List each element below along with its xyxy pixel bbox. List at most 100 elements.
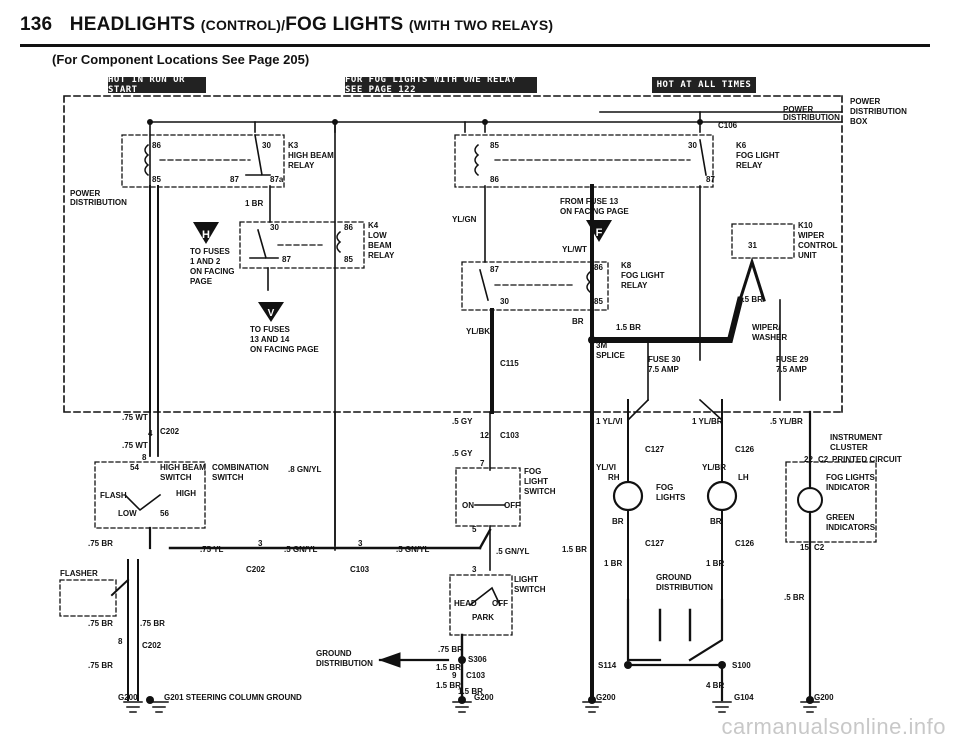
- power-dist-l-2: DISTRIBUTION: [70, 198, 127, 207]
- wire-1ylbr: 1 YL/BR: [692, 417, 723, 426]
- title-control: (CONTROL)/: [200, 17, 286, 33]
- c115-label: C115: [500, 359, 519, 368]
- k10-label-3: CONTROL: [798, 241, 838, 250]
- wire-br: BR: [572, 317, 584, 326]
- page-number: 136: [20, 14, 53, 35]
- k8-label-3: RELAY: [621, 281, 648, 290]
- k8-relay-box: [461, 261, 609, 311]
- wire-yl-gn: YL/GN: [452, 215, 477, 224]
- fuse30-a: FUSE 30: [648, 355, 681, 364]
- head-label: HEAD: [454, 599, 477, 608]
- pin-86b: 86: [344, 223, 353, 232]
- fuse29-b: 7.5 AMP: [776, 365, 807, 374]
- pin-87a2: 87a: [270, 175, 284, 184]
- pin-7: 7: [480, 459, 485, 468]
- k4-label-4: RELAY: [368, 251, 395, 260]
- fuses-1-2-d: PAGE: [190, 277, 213, 286]
- g200-d: G200: [814, 693, 834, 702]
- fog-ind-a: FOG LIGHTS: [826, 473, 876, 482]
- g104-label: G104: [734, 693, 754, 702]
- k6-relay-box: [454, 134, 714, 188]
- badge-v-shape: [258, 302, 284, 322]
- fuse-badges: [193, 220, 612, 322]
- g201-label: G201 STEERING COLUMN GROUND: [164, 693, 302, 702]
- flasher-box: [59, 579, 117, 617]
- inst-cluster-a: INSTRUMENT: [830, 433, 883, 442]
- wire-4br: 4 BR: [706, 681, 724, 690]
- fog-one-relay-bar: FOR FOG LIGHTS WITH ONE RELAY SEE PAGE 1…: [345, 75, 537, 95]
- power-dist-box-label-3: BOX: [850, 117, 868, 126]
- k4-label-3: BEAM: [368, 241, 392, 250]
- fuse30-b: 7.5 AMP: [648, 365, 679, 374]
- pin-31: 31: [748, 241, 757, 250]
- pin-87b: 87: [282, 255, 291, 264]
- light-switch-box: [449, 574, 513, 636]
- low-label: LOW: [118, 509, 137, 518]
- page-subtitle: (For Component Locations See Page 205): [52, 52, 310, 67]
- pin-3a: 3: [258, 539, 263, 548]
- k6-label-1: K6: [736, 141, 747, 150]
- fog-lights-a: FOG: [656, 483, 673, 492]
- combo-a: COMBINATION: [212, 463, 269, 472]
- splice-b: SPLICE: [596, 351, 626, 360]
- connector-dots: [146, 119, 814, 704]
- s306-label: S306: [468, 655, 487, 664]
- fuses-13-14-c: ON FACING PAGE: [250, 345, 319, 354]
- badge-v: V: [268, 308, 275, 319]
- k10-box: [731, 223, 795, 259]
- fog-sw-b: LIGHT: [524, 477, 548, 486]
- on-label: ON: [462, 501, 474, 510]
- wire-75wt-b: .75 WT: [122, 441, 148, 450]
- title-fog-lights: FOG LIGHTS: [285, 14, 404, 35]
- wire-1br2: 1 BR: [604, 559, 622, 568]
- pin-8: 8: [142, 453, 147, 462]
- wire-br3: BR: [710, 517, 722, 526]
- wire-br2: BR: [612, 517, 624, 526]
- flash-label: FLASH: [100, 491, 127, 500]
- fog-sw-a: FOG: [524, 467, 541, 476]
- printed-circuit-label: PRINTED CIRCUIT: [832, 455, 902, 464]
- pin-85c: 85: [490, 141, 499, 150]
- off2-label: OFF: [492, 599, 508, 608]
- c2-label: C2: [818, 455, 829, 464]
- wire-15br-a: 1.5 BR: [616, 323, 641, 332]
- wire-ylbr: YL/BR: [702, 463, 726, 472]
- pin-30c: 30: [688, 141, 697, 150]
- k6-label-3: RELAY: [736, 161, 763, 170]
- k3-label-1: K3: [288, 141, 299, 150]
- gnd-dist-b: DISTRIBUTION: [656, 583, 713, 592]
- off-label: OFF: [504, 501, 520, 510]
- fuses-1-2-b: 1 AND 2: [190, 257, 221, 266]
- s100-label: S100: [732, 661, 751, 670]
- inst-cluster-b: CLUSTER: [830, 443, 868, 452]
- g200-a: G200: [118, 693, 138, 702]
- flasher-label: FLASHER: [60, 569, 98, 578]
- power-dist-box-label-1: POWER: [850, 97, 880, 106]
- c127-b: C127: [645, 539, 665, 548]
- c2-b-label: C2: [814, 543, 825, 552]
- k10-label-1: K10: [798, 221, 813, 230]
- wire-8gnyl: .8 GN/YL: [288, 465, 321, 474]
- wire-15br-d: 1.5 BR: [436, 663, 461, 672]
- high-label: HIGH: [176, 489, 196, 498]
- fuses-1-2-a: TO FUSES: [190, 247, 231, 256]
- wire-yl-bk: YL/BK: [466, 327, 490, 336]
- pin-22: 22: [804, 455, 813, 464]
- hb-switch-b: SWITCH: [160, 473, 192, 482]
- pin-9: 9: [452, 671, 457, 680]
- wire-15br-f: 1.5 BR: [458, 687, 483, 696]
- k3-relay-box: [121, 134, 285, 188]
- pin-54: 54: [130, 463, 139, 472]
- pin-15: 15: [800, 543, 809, 552]
- wire-1br3: 1 BR: [706, 559, 724, 568]
- pin-85b: 85: [344, 255, 353, 264]
- c103-a: C103: [500, 431, 520, 440]
- wire-5gnyl-b: .5 GN/YL: [396, 545, 429, 554]
- wiper-washer-b: WASHER: [752, 333, 787, 342]
- wire-75br-c: .75 BR: [140, 619, 165, 628]
- badge-f-shape: [586, 220, 612, 242]
- c127-a: C127: [645, 445, 665, 454]
- fuses-13-14-a: TO FUSES: [250, 325, 291, 334]
- fuse13-a: FROM FUSE 13: [560, 197, 619, 206]
